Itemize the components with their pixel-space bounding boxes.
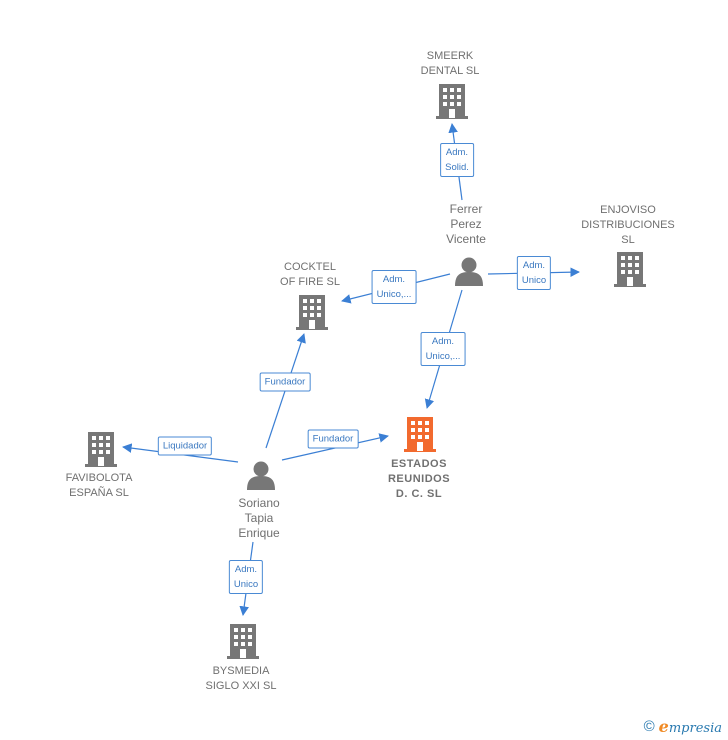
node-label-smeerk[interactable]: SMEERK DENTAL SL bbox=[420, 50, 480, 77]
brand-initial: e bbox=[658, 717, 669, 736]
copyright-icon: © bbox=[643, 718, 655, 735]
edge-label-soriano-estados: Fundador bbox=[307, 429, 359, 449]
node-label-enjoviso[interactable]: ENJOVISO DISTRIBUCIONES SL bbox=[581, 204, 675, 246]
node-label-favibolota[interactable]: FAVIBOLOTA ESPAÑA SL bbox=[65, 472, 133, 499]
soriano-person-icon[interactable] bbox=[247, 461, 275, 491]
bysmedia-building-icon[interactable] bbox=[227, 624, 259, 659]
estados-building-icon[interactable] bbox=[404, 417, 436, 452]
node-label-soriano[interactable]: Soriano Tapia Enrique bbox=[238, 496, 280, 540]
edge-label-soriano-favibolota: Liquidador bbox=[157, 436, 213, 456]
favibolota-building-icon[interactable] bbox=[85, 432, 117, 467]
smeerk-building-icon[interactable] bbox=[436, 84, 468, 119]
edge-label-ferrer-smeerk: Adm. Solid. bbox=[440, 143, 474, 177]
footer-brand: © empresia bbox=[644, 717, 722, 736]
brand-logo[interactable]: empresia bbox=[659, 717, 722, 736]
edge-label-ferrer-cocktel: Adm. Unico,... bbox=[371, 270, 417, 304]
node-label-bysmedia[interactable]: BYSMEDIA SIGLO XXI SL bbox=[205, 665, 277, 692]
ferrer-person-icon[interactable] bbox=[455, 257, 483, 287]
edges bbox=[122, 123, 580, 616]
cocktel-building-icon[interactable] bbox=[296, 295, 328, 330]
node-label-ferrer[interactable]: Ferrer Perez Vicente bbox=[446, 202, 486, 246]
brand-name: mpresia bbox=[668, 721, 722, 736]
edge-label-soriano-bysmedia: Adm. Unico bbox=[228, 560, 264, 594]
node-label-cocktel[interactable]: COCKTEL OF FIRE SL bbox=[280, 261, 340, 288]
edge-label-soriano-cocktel: Fundador bbox=[259, 372, 311, 392]
edge-label-ferrer-enjoviso: Adm. Unico bbox=[516, 256, 552, 290]
node-label-estados[interactable]: ESTADOS REUNIDOS D. C. SL bbox=[387, 458, 451, 500]
edge-label-ferrer-estados: Adm. Unico,... bbox=[420, 332, 466, 366]
enjoviso-building-icon[interactable] bbox=[614, 252, 646, 287]
